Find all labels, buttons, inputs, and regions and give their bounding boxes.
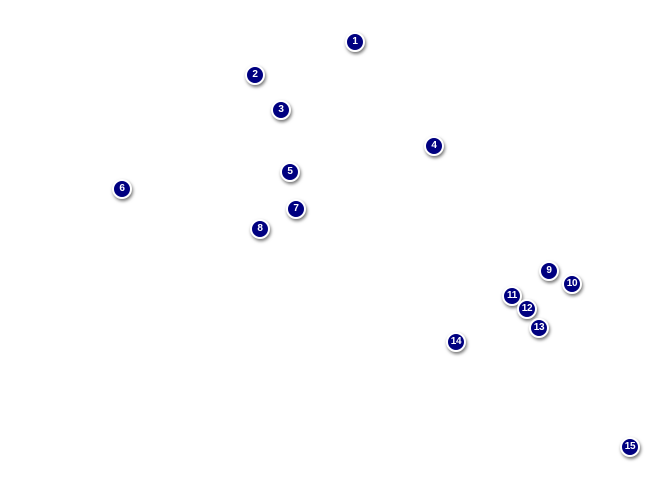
map-marker-label: 4 (431, 140, 437, 151)
map-marker-9[interactable]: 9 (539, 261, 559, 281)
map-marker-13[interactable]: 13 (529, 318, 549, 338)
map-marker-4[interactable]: 4 (424, 136, 444, 156)
map-marker-label: 1 (352, 36, 358, 47)
map-marker-14[interactable]: 14 (446, 332, 466, 352)
map-marker-7[interactable]: 7 (286, 199, 306, 219)
map-marker-15[interactable]: 15 (620, 437, 640, 457)
map-marker-label: 2 (252, 69, 258, 80)
map-marker-label: 6 (119, 183, 125, 194)
map-marker-label: 5 (287, 166, 293, 177)
map-marker-label: 15 (624, 441, 636, 452)
map-marker-label: 11 (507, 290, 517, 301)
map-marker-6[interactable]: 6 (112, 179, 132, 199)
map-marker-5[interactable]: 5 (280, 162, 300, 182)
map-marker-12[interactable]: 12 (517, 299, 537, 319)
map-marker-label: 13 (533, 322, 545, 333)
map-marker-10[interactable]: 10 (562, 274, 582, 294)
map-marker-8[interactable]: 8 (250, 219, 270, 239)
map-marker-label: 3 (278, 104, 284, 115)
map-marker-label: 10 (566, 278, 578, 289)
map-marker-1[interactable]: 1 (345, 32, 365, 52)
map-marker-label: 7 (293, 203, 299, 214)
map-marker-label: 14 (450, 336, 462, 347)
map-marker-3[interactable]: 3 (271, 100, 291, 120)
map-marker-label: 8 (257, 223, 263, 234)
map-marker-label: 12 (521, 303, 533, 314)
map-marker-2[interactable]: 2 (245, 65, 265, 85)
map-marker-label: 9 (546, 265, 552, 276)
